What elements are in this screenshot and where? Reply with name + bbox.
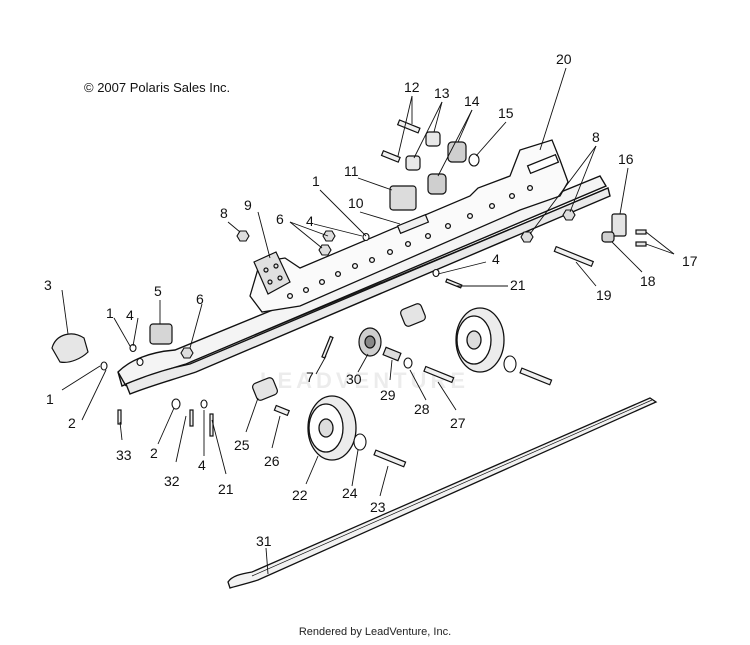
callout-8a: 8 — [220, 205, 228, 221]
callout-4d: 4 — [492, 251, 500, 267]
bushing-25 — [252, 377, 278, 401]
idler-wheel-22 — [307, 395, 357, 461]
washers-and-nuts — [100, 153, 576, 451]
callout-5: 5 — [154, 283, 162, 299]
callout-16: 16 — [618, 151, 634, 167]
callout-13: 13 — [434, 85, 450, 101]
callout-26: 26 — [264, 453, 280, 469]
idler-wheel — [455, 307, 505, 373]
footer-credit: Rendered by LeadVenture, Inc. — [298, 626, 452, 638]
callout-1a: 1 — [106, 305, 114, 321]
callout-1b: 1 — [46, 391, 54, 407]
callout-32: 32 — [164, 473, 180, 489]
callout-30: 30 — [346, 371, 362, 387]
callout-29: 29 — [380, 387, 396, 403]
callout-6b: 6 — [276, 211, 284, 227]
callout-9: 9 — [244, 197, 252, 213]
callout-33: 33 — [116, 447, 132, 463]
callout-17: 17 — [682, 253, 698, 269]
callout-25: 25 — [234, 437, 250, 453]
callout-4b: 4 — [198, 457, 206, 473]
callout-15: 15 — [498, 105, 514, 121]
callout-11: 11 — [344, 163, 359, 179]
wheel-hub-30 — [358, 327, 382, 357]
callout-1c: 1 — [312, 173, 320, 189]
bracket-9 — [253, 251, 291, 295]
bushing-upper — [400, 303, 426, 327]
callout-10: 10 — [348, 195, 364, 211]
callout-4a: 4 — [126, 307, 134, 323]
block-5 — [149, 323, 173, 345]
callout-20: 20 — [556, 51, 572, 67]
callout-2b: 2 — [150, 445, 158, 461]
callout-12: 12 — [404, 79, 420, 95]
callout-21a: 21 — [218, 481, 234, 497]
callout-31: 31 — [256, 533, 272, 549]
callout-labels: 12 13 14 15 20 8 16 11 10 1 4 6 9 8 4 21… — [44, 51, 698, 549]
wear-strip — [227, 397, 658, 589]
callout-18: 18 — [640, 273, 656, 289]
callout-7: 7 — [306, 369, 314, 385]
callout-2a: 2 — [68, 415, 76, 431]
callout-19: 19 — [596, 287, 612, 303]
callout-28: 28 — [414, 401, 430, 417]
callout-27: 27 — [450, 415, 466, 431]
callout-4c: 4 — [306, 213, 314, 229]
callout-23: 23 — [370, 499, 386, 515]
bolts — [117, 245, 595, 468]
callout-14: 14 — [464, 93, 480, 109]
end-cap-3 — [51, 333, 89, 363]
callout-3: 3 — [44, 277, 52, 293]
callout-22: 22 — [292, 487, 308, 503]
callout-21b: 21 — [510, 277, 526, 293]
callout-8b: 8 — [592, 129, 600, 145]
leader-lines — [61, 67, 675, 575]
suspension-rail — [117, 175, 611, 395]
callout-24: 24 — [342, 485, 358, 501]
bracket-16-18 — [601, 213, 647, 247]
copyright-notice: © 2007 Polaris Sales Inc. — [84, 80, 231, 95]
callout-6a: 6 — [196, 291, 204, 307]
